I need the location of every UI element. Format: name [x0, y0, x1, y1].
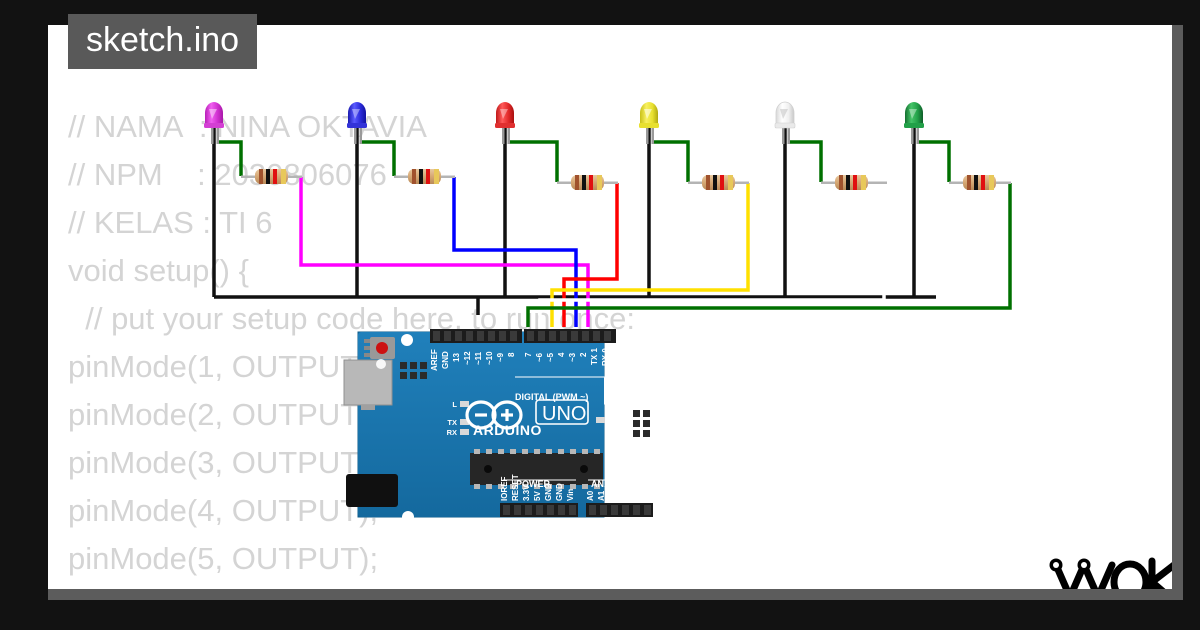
code-line: // NAMA : NINA OKTAVIA: [68, 109, 427, 144]
svg-text:A4: A4: [630, 490, 639, 501]
panel-right-edge: [1172, 25, 1183, 600]
resistor-2[interactable]: [394, 169, 455, 184]
svg-text:8: 8: [507, 352, 516, 357]
code-line: pinMode(5, OUTPUT);: [68, 541, 379, 576]
svg-text:5V: 5V: [533, 491, 542, 501]
svg-text:RX: RX: [447, 428, 457, 437]
reset-button: [376, 342, 388, 354]
editor-panel: // NAMA : NINA OKTAVIA// NPM : 203080607…: [48, 25, 1172, 589]
svg-text:IOREF: IOREF: [500, 476, 509, 501]
svg-text:A3: A3: [619, 490, 628, 501]
wire-pin4: [562, 183, 619, 327]
code-line: pinMode(3, OUTPUT);: [68, 445, 379, 480]
svg-text:RESET: RESET: [511, 474, 520, 501]
wire-pin2: [299, 177, 590, 327]
svg-text:13: 13: [452, 353, 461, 362]
power-jack: [346, 474, 398, 507]
svg-text:~11: ~11: [474, 351, 483, 365]
circuit-diagram: AREF GND 13 ~12 ~11 ~10 ~9 8 7 ~6 ~5 4 ~…: [204, 101, 1012, 545]
resistor-6[interactable]: [949, 175, 1011, 190]
resistor-1[interactable]: [241, 169, 302, 184]
svg-text:~9: ~9: [496, 352, 505, 362]
resistor-4[interactable]: [688, 175, 749, 190]
anode-jumpers: [219, 140, 951, 182]
digital-header-right: [524, 329, 616, 343]
svg-text:ON: ON: [610, 417, 621, 426]
digital-header-label: DIGITAL (PWM ~): [515, 392, 588, 402]
svg-text:GND: GND: [441, 351, 450, 369]
svg-text:A5: A5: [641, 490, 650, 501]
resistor-5[interactable]: [821, 175, 887, 190]
code-line: // KELAS : TI 6: [68, 205, 273, 240]
power-label: POWER: [516, 479, 551, 489]
led-white[interactable]: [774, 101, 796, 144]
svg-text:Vin: Vin: [566, 489, 575, 501]
wokwi-logo: [1048, 549, 1172, 589]
resistors: [241, 169, 1011, 190]
led-blue[interactable]: [347, 102, 367, 144]
svg-text:A0: A0: [586, 490, 595, 501]
svg-text:2: 2: [579, 352, 588, 357]
digital-pin-labels: AREF GND 13 ~12 ~11 ~10 ~9 8 7 ~6 ~5 4 ~…: [430, 348, 610, 371]
svg-text:GND: GND: [555, 483, 564, 501]
digital-header-left: [430, 329, 522, 343]
wire-pin7: [526, 183, 1012, 327]
svg-text:~3: ~3: [568, 352, 577, 362]
tab-sketch-ino[interactable]: sketch.ino: [68, 14, 258, 69]
svg-text:A1: A1: [597, 490, 606, 501]
svg-text:~5: ~5: [546, 352, 555, 362]
svg-text:AREF: AREF: [430, 349, 439, 371]
svg-text:L: L: [452, 400, 457, 409]
wire-pin3: [452, 177, 578, 327]
power-pin-labels: IOREF RESET 3.3V 5V GND GND Vin A0 A1 A2…: [500, 474, 650, 501]
board-brand: ARDUINO: [473, 422, 542, 438]
analog-label: ANALOG IN: [591, 479, 642, 489]
board-name: UNO: [542, 403, 586, 425]
svg-text:~6: ~6: [535, 352, 544, 362]
svg-text:TX: TX: [447, 418, 457, 427]
tab-label: sketch.ino: [86, 21, 240, 59]
svg-text:GND: GND: [544, 483, 553, 501]
arduino-uno-board: AREF GND 13 ~12 ~11 ~10 ~9 8 7 ~6 ~5 4 ~…: [343, 329, 653, 545]
svg-text:3.3V: 3.3V: [522, 484, 531, 501]
led-green[interactable]: [904, 102, 924, 144]
svg-text:~10: ~10: [485, 351, 494, 365]
svg-text:A2: A2: [608, 490, 617, 501]
wire-pin6: [538, 183, 886, 327]
analog-header: [586, 503, 653, 517]
led-yellow[interactable]: [639, 102, 659, 144]
resistor-3[interactable]: [557, 175, 618, 190]
svg-text:7: 7: [524, 352, 533, 357]
svg-text:RX 0: RX 0: [601, 348, 610, 366]
led-red[interactable]: [495, 102, 515, 144]
arduino-logo-icon: [465, 400, 523, 430]
led-magenta[interactable]: [204, 102, 224, 144]
svg-text:~12: ~12: [463, 351, 472, 365]
svg-text:TX 1: TX 1: [590, 348, 599, 365]
svg-text:4: 4: [557, 352, 566, 357]
panel-bottom-edge: [48, 589, 1183, 600]
